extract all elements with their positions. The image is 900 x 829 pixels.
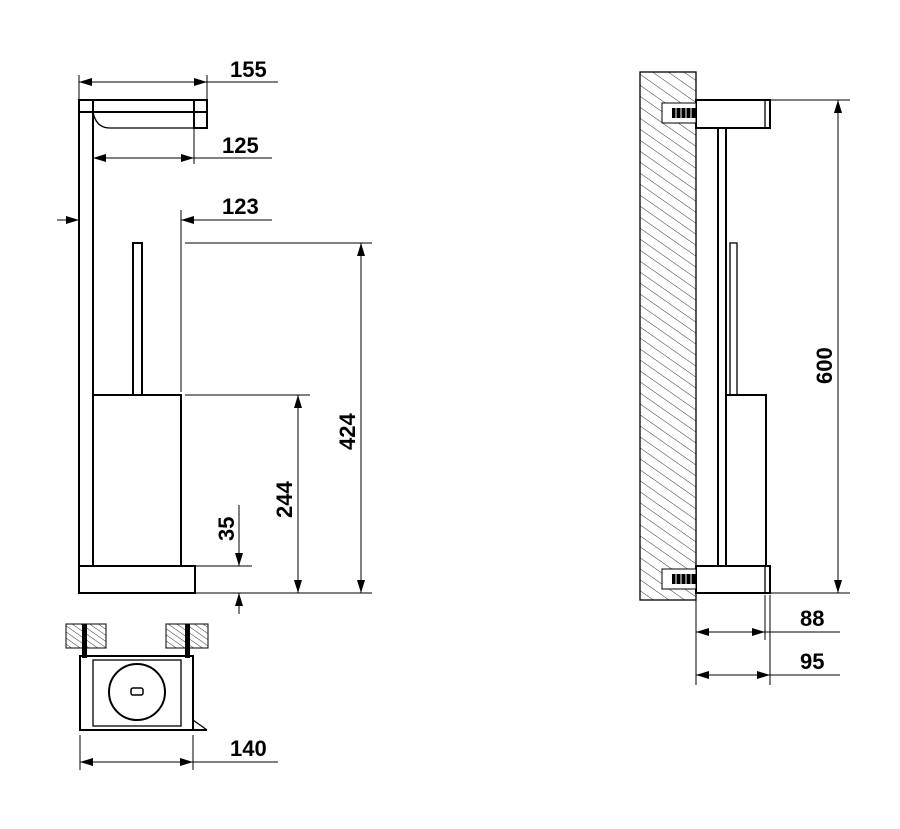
dim-140: 140 (79, 735, 278, 770)
dim-424-label: 424 (335, 413, 360, 450)
side-brush-handle (729, 242, 738, 396)
dim-35-label: 35 (214, 517, 239, 541)
side-bottom-bracket (695, 565, 771, 594)
brush-center-mark (130, 687, 144, 696)
side-screw-top (661, 102, 697, 124)
dim-123-label: 123 (222, 194, 259, 219)
front-view: 155 125 123 424 (57, 57, 372, 614)
front-post (78, 99, 94, 567)
side-view: 600 88 95 (639, 71, 850, 685)
dim-244-label: 244 (272, 481, 297, 518)
side-post (717, 127, 727, 567)
front-brush-handle (132, 242, 143, 396)
side-screw-bottom (661, 568, 697, 590)
dim-95-label: 95 (800, 649, 824, 674)
dim-244: 244 (185, 394, 310, 593)
dim-88-label: 88 (800, 606, 824, 631)
front-container (92, 394, 182, 567)
dim-125: 125 (93, 128, 272, 164)
dim-424: 424 (185, 242, 372, 594)
screw-right (185, 624, 190, 658)
dim-88: 88 (695, 595, 840, 685)
dim-155: 155 (78, 57, 278, 100)
dim-125-label: 125 (222, 133, 259, 158)
dim-123: 123 (57, 194, 272, 392)
side-top-bracket (695, 99, 771, 129)
dim-35: 35 (195, 505, 252, 614)
screw-left (82, 624, 87, 658)
brush-opening-circle (108, 663, 166, 721)
dim-140-label: 140 (230, 736, 267, 761)
dim-155-label: 155 (230, 57, 267, 82)
wall-section (639, 71, 697, 601)
top-view: 140 (65, 623, 278, 770)
dim-95: 95 (696, 595, 840, 685)
front-top-arm (78, 99, 208, 113)
front-top-arm-end (193, 99, 208, 129)
dim-600: 600 (770, 99, 850, 594)
front-base (78, 565, 196, 594)
dim-600-label: 600 (812, 347, 837, 384)
side-container (725, 394, 767, 567)
top-view-body (79, 655, 194, 731)
